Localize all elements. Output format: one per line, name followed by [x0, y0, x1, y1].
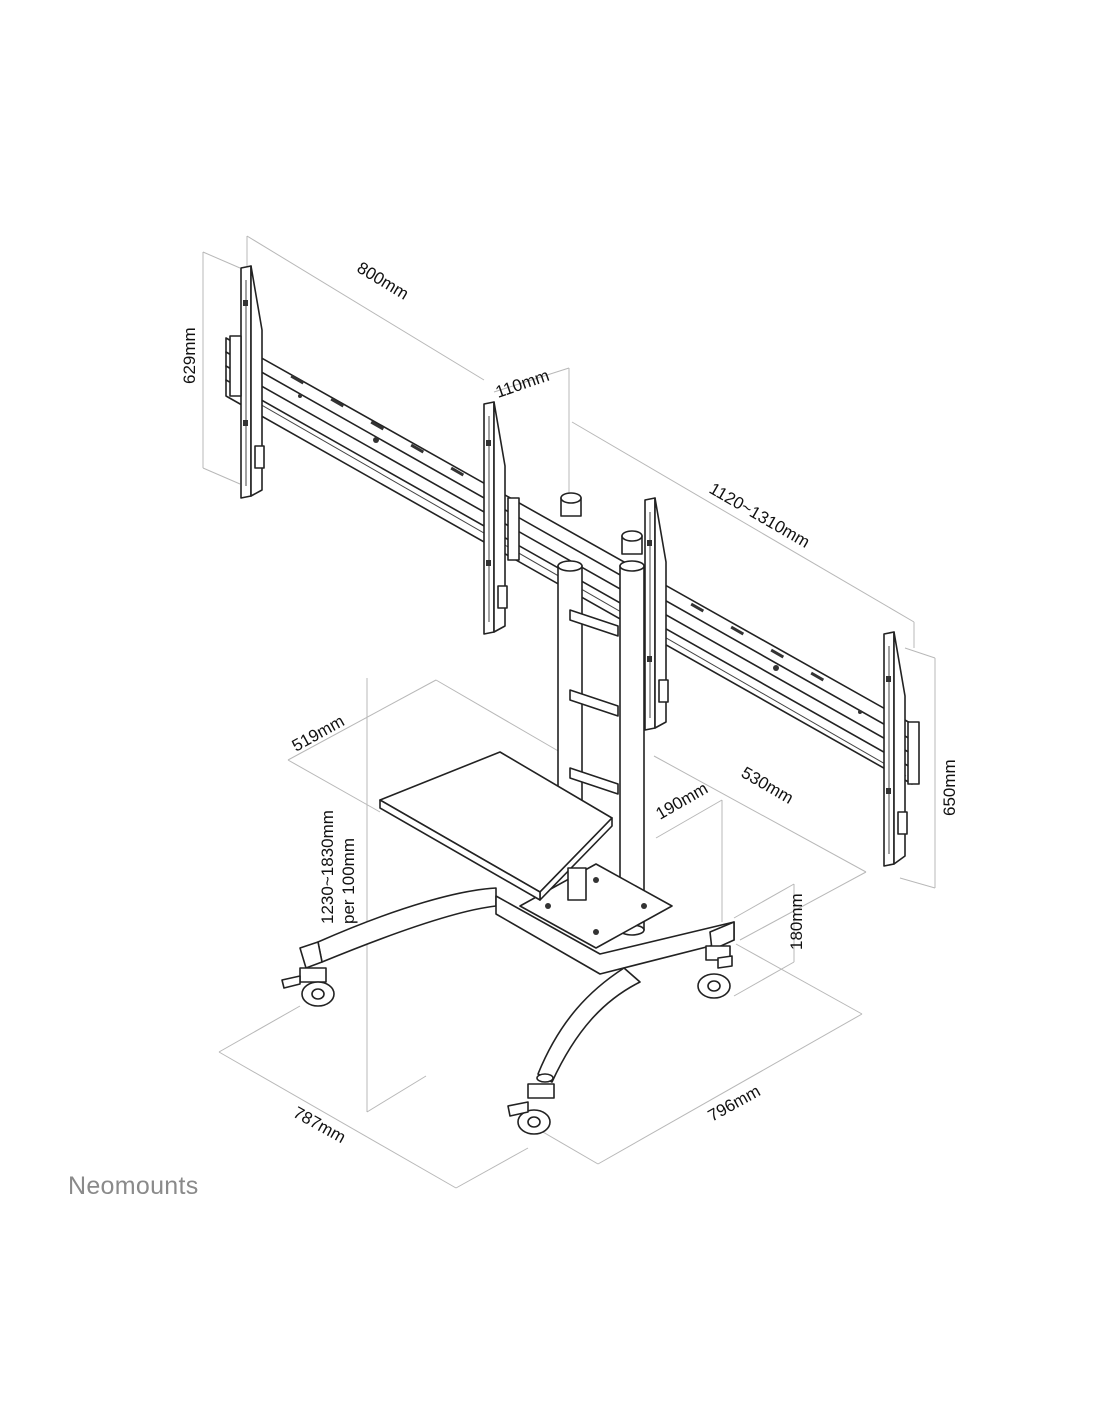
- bracket-4: [883, 631, 920, 867]
- dimension-lines: [202, 235, 936, 1189]
- columns: [519, 492, 673, 949]
- label-800mm: 800mm: [354, 258, 412, 303]
- brand-logo-text: Neomounts: [68, 1172, 199, 1200]
- label-519mm: 519mm: [289, 711, 348, 755]
- caster-front: [507, 1083, 555, 1135]
- label-650mm: 650mm: [940, 759, 959, 816]
- bracket-2: [483, 401, 520, 635]
- caster-right: [697, 945, 733, 999]
- label-530mm: 530mm: [738, 763, 797, 808]
- label-796mm: 796mm: [705, 1081, 764, 1125]
- label-190mm: 190mm: [653, 779, 712, 824]
- base: [299, 887, 735, 1083]
- label-180mm: 180mm: [787, 893, 806, 950]
- shelf: [379, 751, 613, 901]
- label-1230-1830mm: 1230~1830mm: [318, 810, 337, 924]
- label-per-100mm: per 100mm: [339, 838, 358, 924]
- caster-rear-left: [281, 967, 335, 1007]
- casters: [281, 945, 733, 1135]
- label-629mm: 629mm: [180, 327, 199, 384]
- rail-slots: [290, 374, 862, 714]
- label-110mm: 110mm: [493, 366, 552, 402]
- label-1120-1310mm: 1120~1310mm: [706, 479, 813, 552]
- bracket-1: [229, 265, 265, 499]
